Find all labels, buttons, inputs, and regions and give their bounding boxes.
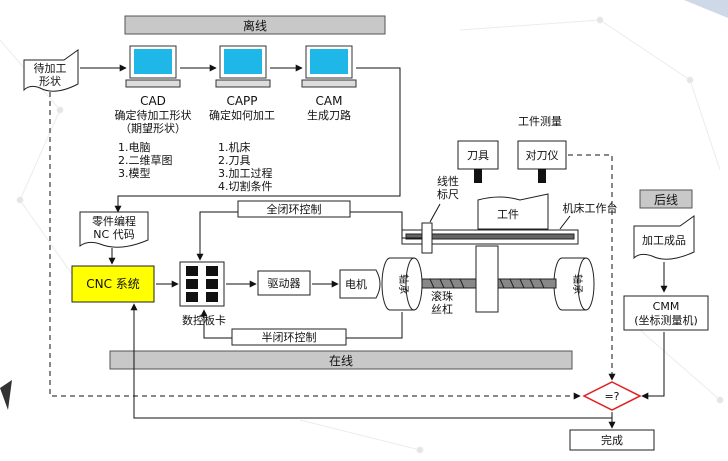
capp-desc-1: 确定如何加工 [209,108,275,122]
workpiece-shape-line1: 待加工 [34,61,67,75]
cad-desc-2: （期望形状） [120,121,186,135]
compare-diamond [582,381,642,411]
cad-item-3: 3.模型 [118,166,151,180]
arrow-cam-to-nc [114,67,401,213]
bearing-left: 轴承 [381,257,423,311]
bearing-left-label: 轴承 [397,274,410,294]
ballscrew-line1: 滚珠 [431,289,453,303]
finished-product-document: 加工成品 [633,215,695,260]
workpiece-measure-label: 工件测量 [518,115,562,128]
tool-setter-box [517,140,567,170]
full-loop-box [237,200,351,218]
backline-bar [639,189,693,209]
motor-label: 电机 [345,277,367,291]
control-card-icon [179,261,225,307]
ballscrew-line2: 丝杠 [431,303,453,316]
cad-computer-icon [125,45,181,88]
linear-scale-pointer [429,203,441,223]
capp-item-1: 1.机床 [218,140,251,154]
background-network [0,16,724,454]
workpiece-shape-document: 待加工 形状 [23,49,79,92]
cad-desc-1: 确定待加工形状 [115,108,192,122]
dashed-shape-to-compare [49,92,581,400]
cad-item-1: 1.电脑 [118,141,151,154]
tool-setter-label: 对刀仪 [526,148,559,162]
backline-label: 后线 [654,193,678,207]
cam-desc-1: 生成刀路 [307,108,351,122]
semi-loop-box [231,328,347,346]
motor-shape [339,269,381,299]
machine-table-label: 机床工作台 [563,201,618,215]
tool-label: 刀具 [467,149,489,162]
online-label: 在线 [329,354,353,368]
nc-program-line1: 零件编程 [92,214,136,228]
driver-box [257,270,311,296]
capp-item-2: 2.刀具 [218,154,251,167]
capp-computer-icon [215,45,271,88]
capp-name: CAPP [226,94,257,108]
offline-bar [124,15,386,35]
cad-item-2: 2.二维草图 [118,154,173,167]
ballscrew-threads [429,278,545,289]
workpiece-shape-line2: 形状 [39,74,61,88]
arrow-cmm-to-compare [641,332,665,400]
linear-scale-head [421,222,433,254]
cmm-line1: CMM [653,300,680,313]
cmm-line2: (坐标测量机) [634,313,698,327]
cam-name: CAM [316,94,343,108]
cmm-box [623,295,709,331]
finished-product-label: 加工成品 [642,234,686,247]
nc-program-document: 零件编程 NC 代码 [79,211,149,248]
workpiece-shape [477,193,549,230]
bearing-right: 轴承 [553,257,595,311]
cnc-system-label: CNC 系统 [86,277,140,291]
offline-label: 离线 [243,18,267,33]
corner-decoration [684,0,728,18]
screw-nut-block [475,245,499,313]
done-box [569,429,655,451]
edge-decoration [0,380,12,410]
workpiece-label: 工件 [497,208,519,221]
dashed-measure-to-compare [568,154,616,381]
capp-item-3: 3.加工过程 [218,167,273,180]
compare-label: =? [604,390,619,403]
cam-computer-icon [301,45,357,88]
feedback-to-cnc [130,303,613,419]
full-loop-line [196,211,422,261]
full-loop-label: 全闭环控制 [267,202,322,216]
linear-scale-line1: 线性 [437,174,459,188]
tool-box [457,140,499,170]
cnc-system-box [71,265,155,303]
table-label-pointer [559,215,571,230]
bearing-right-label: 轴承 [571,274,584,294]
tool-tip [474,169,482,183]
online-bar [109,350,573,370]
cad-name: CAD [140,94,166,108]
capp-item-4: 4.切割条件 [218,179,273,193]
done-label: 完成 [601,433,623,447]
linear-scale-line2: 标尺 [437,187,459,201]
table-rail [405,233,575,240]
semi-loop-label: 半闭环控制 [262,330,317,344]
nc-program-line2: NC 代码 [93,228,134,241]
driver-label: 驱动器 [268,277,301,290]
tool-setter-tip [538,169,546,183]
